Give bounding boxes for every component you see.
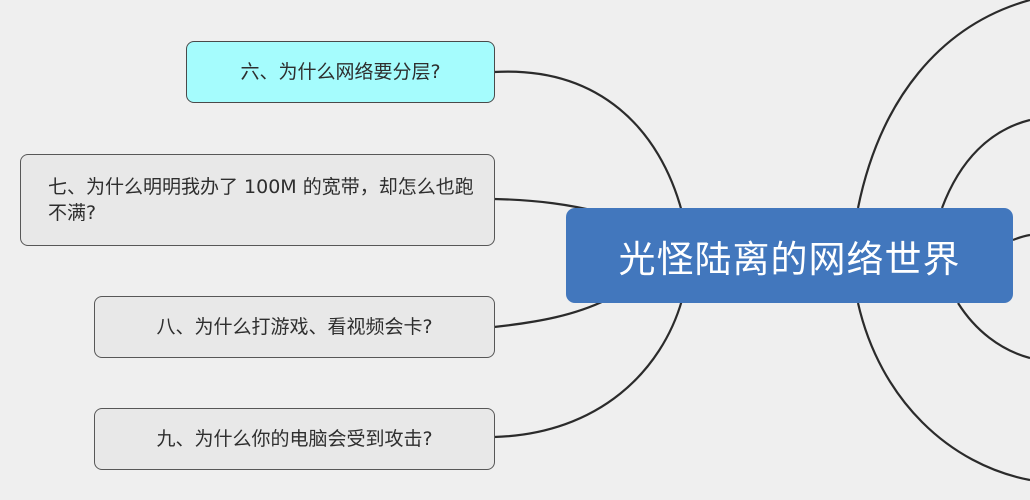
connector-branch-8 [493, 299, 607, 329]
topic-node-why-computer-attacked[interactable]: 九、为什么你的电脑会受到攻击? [94, 408, 495, 470]
central-topic-label: 光怪陆离的网络世界 [618, 237, 961, 281]
topic-node-why-games-videos-lag[interactable]: 八、为什么打游戏、看视频会卡? [94, 296, 495, 358]
topic-node-why-bandwidth-not-full[interactable]: 七、为什么明明我办了 100M 的宽带，却怎么也跑不满? [20, 154, 495, 246]
topic-label: 七、为什么明明我办了 100M 的宽带，却怎么也跑不满? [48, 176, 474, 224]
connector-right-1 [856, 0, 1030, 209]
connector-branch-6 [493, 70, 684, 213]
connector-right-5 [856, 302, 1030, 482]
central-topic[interactable]: 光怪陆离的网络世界 [566, 208, 1013, 303]
topic-node-why-network-layers[interactable]: 六、为什么网络要分层? [186, 41, 495, 103]
connector-right-4 [957, 302, 1030, 360]
topic-label: 六、为什么网络要分层? [240, 61, 441, 83]
connector-right-3 [1012, 233, 1030, 242]
topic-label: 八、为什么打游戏、看视频会卡? [156, 316, 433, 338]
connector-right-2 [940, 118, 1030, 209]
topic-label: 九、为什么你的电脑会受到攻击? [156, 428, 433, 450]
connector-branch-9 [493, 299, 684, 439]
